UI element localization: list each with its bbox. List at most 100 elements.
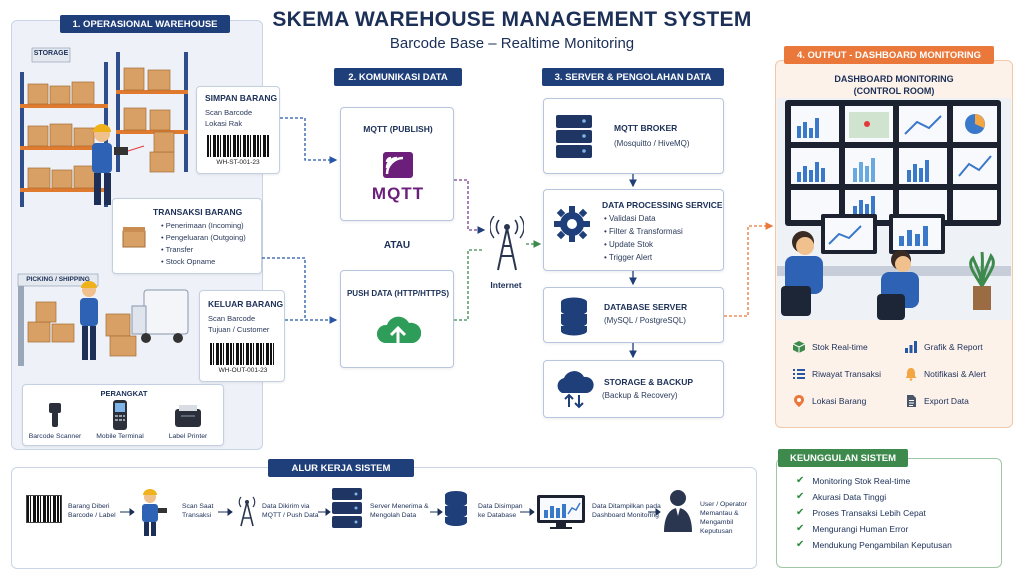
workflow-step: Data Dikirim via MQTT / Push Data — [262, 503, 319, 519]
workflow-step: Barang Diberi Barcode / Label — [68, 503, 116, 519]
barcode-scanner-icon — [49, 403, 61, 427]
feature-label: Lokasi Barang — [812, 396, 867, 406]
storage-backup-box: STORAGE & BACKUP (Backup & Recovery) — [543, 360, 724, 418]
database-icon — [561, 297, 587, 336]
section-header-server: 3. SERVER & PENGOLAHAN DATA — [542, 68, 724, 86]
workflow-step: Server Menerima & Mengolah Data — [370, 503, 429, 519]
advantage-item: ✔ Proses Transaksi Lebih Cepat — [796, 507, 926, 518]
advantage-label: Mendukung Pengambilan Keputusan — [812, 539, 952, 550]
document-icon — [907, 395, 916, 407]
page-subtitle: Barcode Base – Realtime Monitoring — [389, 35, 635, 52]
workflow-step: Data Ditampilkan pada Dashboard Monitori… — [592, 503, 661, 519]
database-sub: (MySQL / PostgreSQL) — [604, 316, 686, 325]
workflow-step: Data Disimpan ke Database — [478, 503, 523, 519]
operator-user-icon — [664, 490, 692, 532]
bell-icon — [905, 368, 917, 381]
atau-label: ATAU — [383, 240, 411, 251]
section-header-komunikasi: 2. KOMUNIKASI DATA — [334, 68, 462, 86]
card-line: • Penerimaan (Incoming) — [161, 221, 244, 230]
card-line: • Stock Opname — [161, 257, 216, 266]
box-icon — [122, 227, 146, 248]
label-printer-icon — [175, 405, 201, 427]
check-icon: ✔ — [796, 475, 805, 486]
feature-grafik-report: Grafik & Report — [904, 340, 983, 354]
feature-riwayat-transaksi: Riwayat Transaksi — [792, 367, 881, 381]
section-header-workflow: ALUR KERJA SISTEM — [268, 459, 414, 477]
picking-sign: PICKING / SHIPPING — [26, 276, 90, 283]
workflow-panel — [11, 467, 757, 569]
feature-label: Notifikasi & Alert — [924, 369, 986, 379]
barcode-code: WH-OUT-001-23 — [218, 367, 268, 374]
feature-lokasi-barang: Lokasi Barang — [792, 394, 866, 408]
card-transaksi-barang: TRANSAKSI BARANG • Penerimaan (Incoming)… — [112, 198, 262, 274]
device-label: Barcode Scanner — [28, 433, 82, 440]
storage-sub: (Backup & Recovery) — [602, 391, 678, 400]
mqtt-logo-icon — [383, 152, 413, 178]
check-icon: ✔ — [796, 523, 805, 534]
processing-item: • Validasi Data — [604, 214, 656, 223]
cloud-backup-icon — [557, 371, 594, 409]
workflow-step: User / Operator Memantau & Mengambil Kep… — [700, 501, 747, 535]
cube-icon — [792, 341, 806, 353]
internet-label: Internet — [490, 280, 522, 290]
feature-notifikasi-alert: Notifikasi & Alert — [904, 367, 986, 381]
barcode-label-icon — [26, 495, 62, 523]
gear-icon — [554, 206, 590, 242]
card-title: TRANSAKSI BARANG — [153, 207, 243, 217]
advantage-item: ✔ Mendukung Pengambilan Keputusan — [796, 539, 952, 550]
advantage-item: ✔ Akurasi Data Tinggi — [796, 491, 886, 502]
page-title: SKEMA WAREHOUSE MANAGEMENT SYSTEM — [272, 8, 752, 31]
dashboard-subtitle: (CONTROL ROOM) — [853, 86, 935, 96]
barcode-code: WH-ST-001-23 — [216, 159, 260, 166]
section-header-warehouse: 1. OPERASIONAL WAREHOUSE — [60, 15, 230, 33]
card-line: Lokasi Rak — [205, 119, 243, 128]
storage-title: STORAGE & BACKUP — [604, 377, 694, 387]
devices-title: PERANGKAT — [100, 389, 148, 398]
feature-label: Riwayat Transaksi — [812, 369, 881, 379]
advantage-label: Akurasi Data Tinggi — [812, 491, 887, 502]
broker-title: MQTT BROKER — [614, 123, 678, 133]
check-icon: ✔ — [796, 507, 805, 518]
antenna-icon — [238, 496, 256, 527]
device-label: Mobile Terminal — [96, 433, 144, 440]
card-line: • Transfer — [161, 245, 194, 254]
mqtt-title: MQTT (PUBLISH) — [363, 124, 433, 134]
mqtt-box: MQTT (PUBLISH) MQTT — [340, 107, 454, 221]
card-keluar-barang: KELUAR BARANG Scan Barcode Tujuan / Cust… — [199, 290, 285, 382]
processing-item: • Filter & Transformasi — [604, 227, 683, 236]
card-title: SIMPAN BARANG — [205, 93, 278, 103]
feature-label: Grafik & Report — [924, 342, 983, 352]
location-pin-icon — [794, 395, 804, 407]
worker-scanning-icon — [142, 489, 167, 536]
feature-stok-realtime: Stok Real-time — [792, 340, 868, 354]
card-line: Tujuan / Customer — [208, 325, 270, 334]
advantage-item: ✔ Monitoring Stok Real-time — [796, 475, 910, 486]
monitor-dashboard-icon — [537, 495, 585, 529]
mqtt-logo-text: MQTT — [371, 184, 425, 203]
barcode-image — [207, 135, 269, 157]
advantage-label: Monitoring Stok Real-time — [812, 475, 911, 486]
control-room-illustration — [777, 98, 1011, 320]
picking-shipping-illustration — [17, 273, 189, 366]
section-header-advantages: KEUNGGULAN SISTEM — [778, 449, 908, 467]
push-data-box: PUSH DATA (HTTP/HTTPS) — [340, 270, 454, 368]
barcode-image — [210, 343, 274, 365]
database-title: DATABASE SERVER — [604, 302, 688, 312]
database-box: DATABASE SERVER (MySQL / PostgreSQL) — [543, 287, 724, 343]
card-simpan-barang: SIMPAN BARANG Scan Barcode Lokasi Rak WH… — [196, 86, 280, 174]
database-icon — [445, 491, 467, 526]
card-line: Scan Barcode — [205, 108, 253, 117]
bar-chart-icon — [905, 341, 917, 353]
section-header-output: 4. OUTPUT - DASHBOARD MONITORING — [784, 46, 994, 64]
feature-label: Export Data — [924, 396, 969, 406]
device-label: Label Printer — [168, 433, 208, 440]
advantage-item: ✔ Mengurangi Human Error — [796, 523, 908, 534]
advantages-panel — [776, 458, 1002, 568]
check-icon: ✔ — [796, 539, 805, 550]
feature-label: Stok Real-time — [812, 342, 868, 352]
server-stack-icon — [556, 115, 592, 158]
storage-sign: STORAGE — [33, 50, 69, 57]
card-line: Scan Barcode — [208, 314, 256, 323]
processing-title: DATA PROCESSING SERVICE — [602, 200, 723, 210]
